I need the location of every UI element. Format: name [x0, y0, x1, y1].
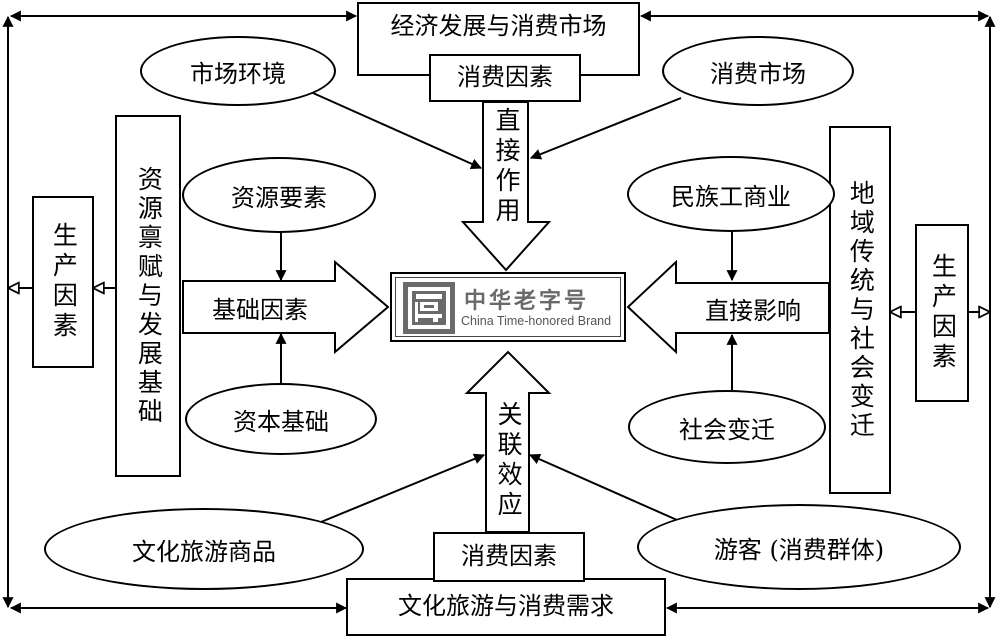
- logo-inner-frame: [395, 277, 621, 337]
- ellipse-market-environment: 市场环境: [140, 36, 336, 106]
- time-honored-brand-emblem-icon: [403, 282, 455, 334]
- top-arrow-label: 直接作用: [492, 107, 521, 227]
- bottom-box-tourism: 文化旅游与消费需求: [346, 578, 666, 636]
- outer-frame-lines: [2, 10, 996, 614]
- right-inner-box: 地域传统与社会变迁: [829, 126, 891, 494]
- block-arrows: [182, 101, 830, 533]
- left-block-arrow: [182, 259, 390, 355]
- left-inner-box: 资源禀赋与发展基础: [115, 115, 181, 477]
- ellipse-cultural-tourism-goods: 文化旅游商品: [44, 508, 364, 590]
- ellipse-social-change: 社会变迁: [628, 390, 826, 464]
- pointer-arrows: [275, 92, 738, 523]
- left-outer-box: 生产因素: [32, 196, 94, 368]
- right-outer-box: 生产因素: [915, 224, 969, 402]
- bottom-arrow-label: 关联效应: [494, 401, 523, 521]
- bottom-block-arrow: [464, 350, 552, 533]
- logo-chinese-text: 中华老字号: [464, 289, 590, 314]
- top-factor-box: 消费因素: [429, 54, 581, 102]
- top-block-arrow: [460, 101, 552, 272]
- bottom-factor-box: 消费因素: [433, 532, 585, 582]
- right-arrow-label: 直接影响: [705, 296, 801, 325]
- left-arrow-label: 基础因素: [212, 295, 308, 324]
- ellipse-ethnic-commerce: 民族工商业: [627, 156, 835, 232]
- side-double-arrows: [8, 288, 990, 312]
- right-block-arrow: [626, 259, 830, 355]
- logo-english-text: China Time-honored Brand: [461, 314, 612, 328]
- ellipse-tourists: 游客 (消费群体): [637, 504, 961, 590]
- ellipse-capital-base: 资本基础: [185, 383, 377, 455]
- ellipse-resource-factors: 资源要素: [182, 157, 376, 233]
- ellipse-consumer-market: 消费市场: [662, 36, 854, 106]
- china-time-honored-brand-logo: 中华老字号 China Time-honored Brand: [390, 272, 626, 342]
